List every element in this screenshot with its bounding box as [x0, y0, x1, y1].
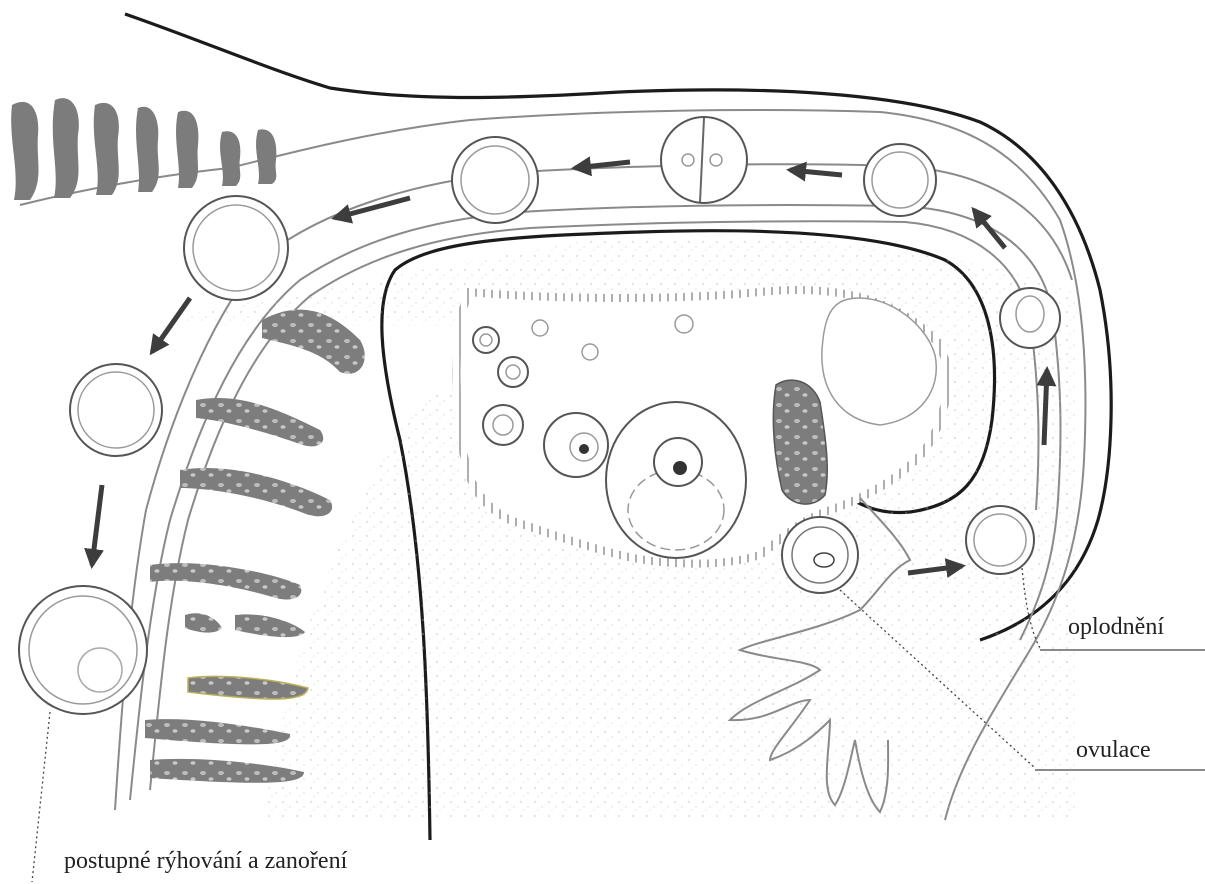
- fertilization-label: oplodnění: [1068, 614, 1164, 641]
- uterine-lining-top: [11, 98, 276, 200]
- cleavage-implantation-label: postupné rýhování a zanoření: [64, 848, 347, 875]
- leader-ryhovani: [32, 712, 50, 882]
- ovulation-label: ovulace: [1076, 737, 1151, 764]
- ovulated-egg: [782, 517, 858, 593]
